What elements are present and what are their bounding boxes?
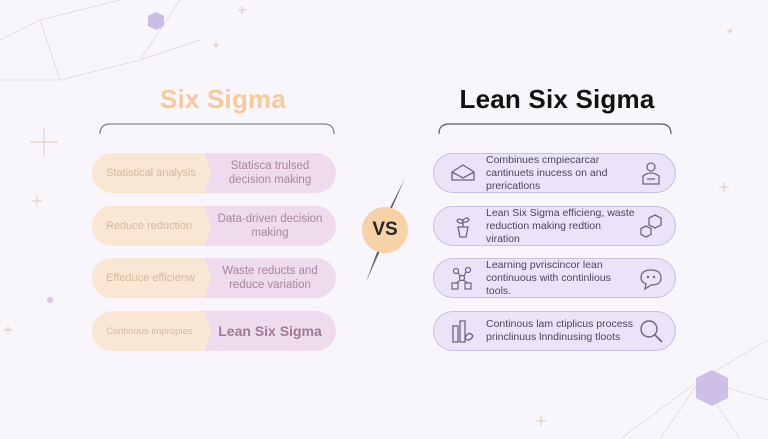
lean-six-sigma-row-1-text: Combinues cmpiecarcar cantinuets inucess… xyxy=(486,153,608,192)
six-sigma-row-3: Effeduce efficienw Waste reducts and red… xyxy=(92,258,336,298)
lean-six-sigma-row-2-text: Lean Six Sigma efficieng, waste reductio… xyxy=(486,206,635,245)
right-brace xyxy=(438,123,672,135)
envelope-icon xyxy=(451,164,475,181)
six-sigma-row-3-benefit: Waste reducts and reduce variation xyxy=(204,258,336,298)
chevron-right-icon xyxy=(196,153,212,193)
chevron-right-icon xyxy=(196,206,212,246)
lean-six-sigma-row-2: Lean Six Sigma efficieng, waste reductio… xyxy=(433,206,676,246)
lean-six-sigma-title: Lean Six Sigma xyxy=(459,84,655,114)
chat-bubble-icon xyxy=(640,269,662,291)
six-sigma-row-1: Statisticał analysis Statisca trulsed de… xyxy=(92,153,336,193)
hexagon-link-icon xyxy=(640,214,662,238)
six-sigma-row-4-feature: Continous impropies xyxy=(92,311,204,351)
six-sigma-row-3-feature: Effeduce efficienw xyxy=(92,258,204,298)
lean-six-sigma-row-3-text: Learning pvriscincor lean continuous wit… xyxy=(486,258,611,297)
person-icon xyxy=(642,162,660,185)
hexagon-bottom xyxy=(696,370,728,406)
six-sigma-title: Six Sigma xyxy=(159,84,287,114)
six-sigma-row-1-benefit: Statisca trulsed decision making xyxy=(204,153,336,193)
six-sigma-row-1-feature: Statisticał analysis xyxy=(92,153,204,193)
lean-six-sigma-row-3: Learning pvriscincor lean continuous wit… xyxy=(433,258,676,298)
magnifier-icon xyxy=(640,320,663,343)
vs-badge: VS xyxy=(362,207,408,253)
six-sigma-row-4: Continous impropies Lean Six Sigma xyxy=(92,311,336,351)
lean-six-sigma-row-1: Combinues cmpiecarcar cantinuets inucess… xyxy=(433,153,676,193)
lean-six-sigma-row-4-text: Continous lam ctiplicus process princlin… xyxy=(486,318,634,343)
lean-six-sigma-row-4: Continous lam ctiplicus process princlin… xyxy=(433,311,676,351)
left-brace xyxy=(99,123,335,135)
network-icon xyxy=(451,266,472,290)
six-sigma-row-2: Reduce reduction Data-driven decision ma… xyxy=(92,206,336,246)
six-sigma-row-2-feature: Reduce reduction xyxy=(92,206,204,246)
chart-icon xyxy=(452,320,474,343)
chevron-right-icon xyxy=(196,258,212,298)
plant-icon xyxy=(456,217,470,238)
six-sigma-row-2-benefit: Data-driven decision making xyxy=(204,206,336,246)
six-sigma-row-4-benefit: Lean Six Sigma xyxy=(204,311,336,351)
hexagon-top xyxy=(148,12,164,30)
chevron-right-icon xyxy=(196,311,212,351)
